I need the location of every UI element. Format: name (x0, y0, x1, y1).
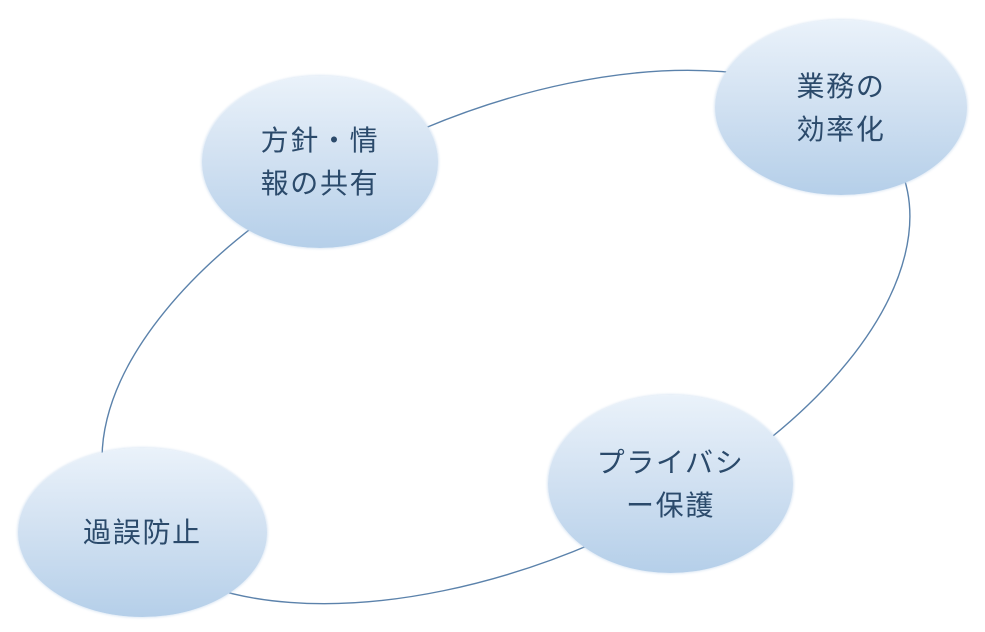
node-work-efficiency-label: 業務の 効率化 (796, 65, 885, 151)
node-work-efficiency: 業務の 効率化 (715, 20, 967, 195)
node-label-line: 過誤防止 (83, 516, 202, 549)
node-privacy-protection-label: プライバシ ー保護 (597, 441, 745, 527)
node-error-prevention: 過誤防止 (18, 448, 267, 617)
node-policy-info-sharing: 方針・情 報の共有 (202, 76, 438, 248)
node-policy-info-sharing-label: 方針・情 報の共有 (261, 119, 380, 205)
node-error-prevention-label: 過誤防止 (83, 511, 202, 554)
node-label-line: 方針・情 (260, 124, 380, 157)
node-privacy-protection: プライバシ ー保護 (548, 395, 793, 573)
node-label-line: プライバシ (596, 446, 745, 479)
node-label-line: 効率化 (796, 112, 886, 146)
node-label-line: 報の共有 (260, 167, 380, 200)
node-label-line: 業務の (796, 69, 886, 103)
node-label-line: ー保護 (625, 489, 716, 522)
